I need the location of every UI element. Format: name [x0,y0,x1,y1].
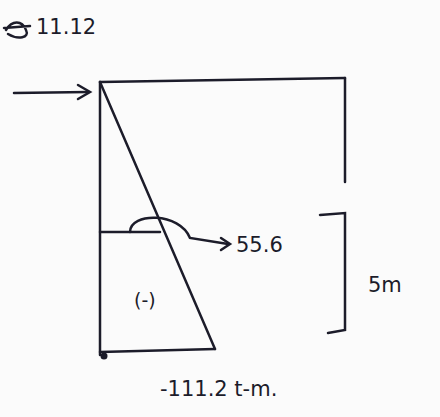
moment-line [100,82,215,349]
load-arrow [14,92,88,93]
load-value: 11.12 [36,16,96,39]
right-column [344,78,347,182]
leader-line [130,218,228,244]
load-arrowhead [78,85,90,99]
moment-value: 55.6 [236,234,283,257]
scribble [4,23,30,38]
dimension-label: 5m [368,274,402,297]
leader-head [221,238,230,250]
support-dot [101,353,108,360]
moment-base [100,349,215,352]
dimension-bracket [320,213,345,333]
moment-value: -111.2 t-m. [160,378,277,401]
sign-label: (-) [134,290,156,311]
top-beam [100,78,345,82]
left-column [99,82,102,355]
